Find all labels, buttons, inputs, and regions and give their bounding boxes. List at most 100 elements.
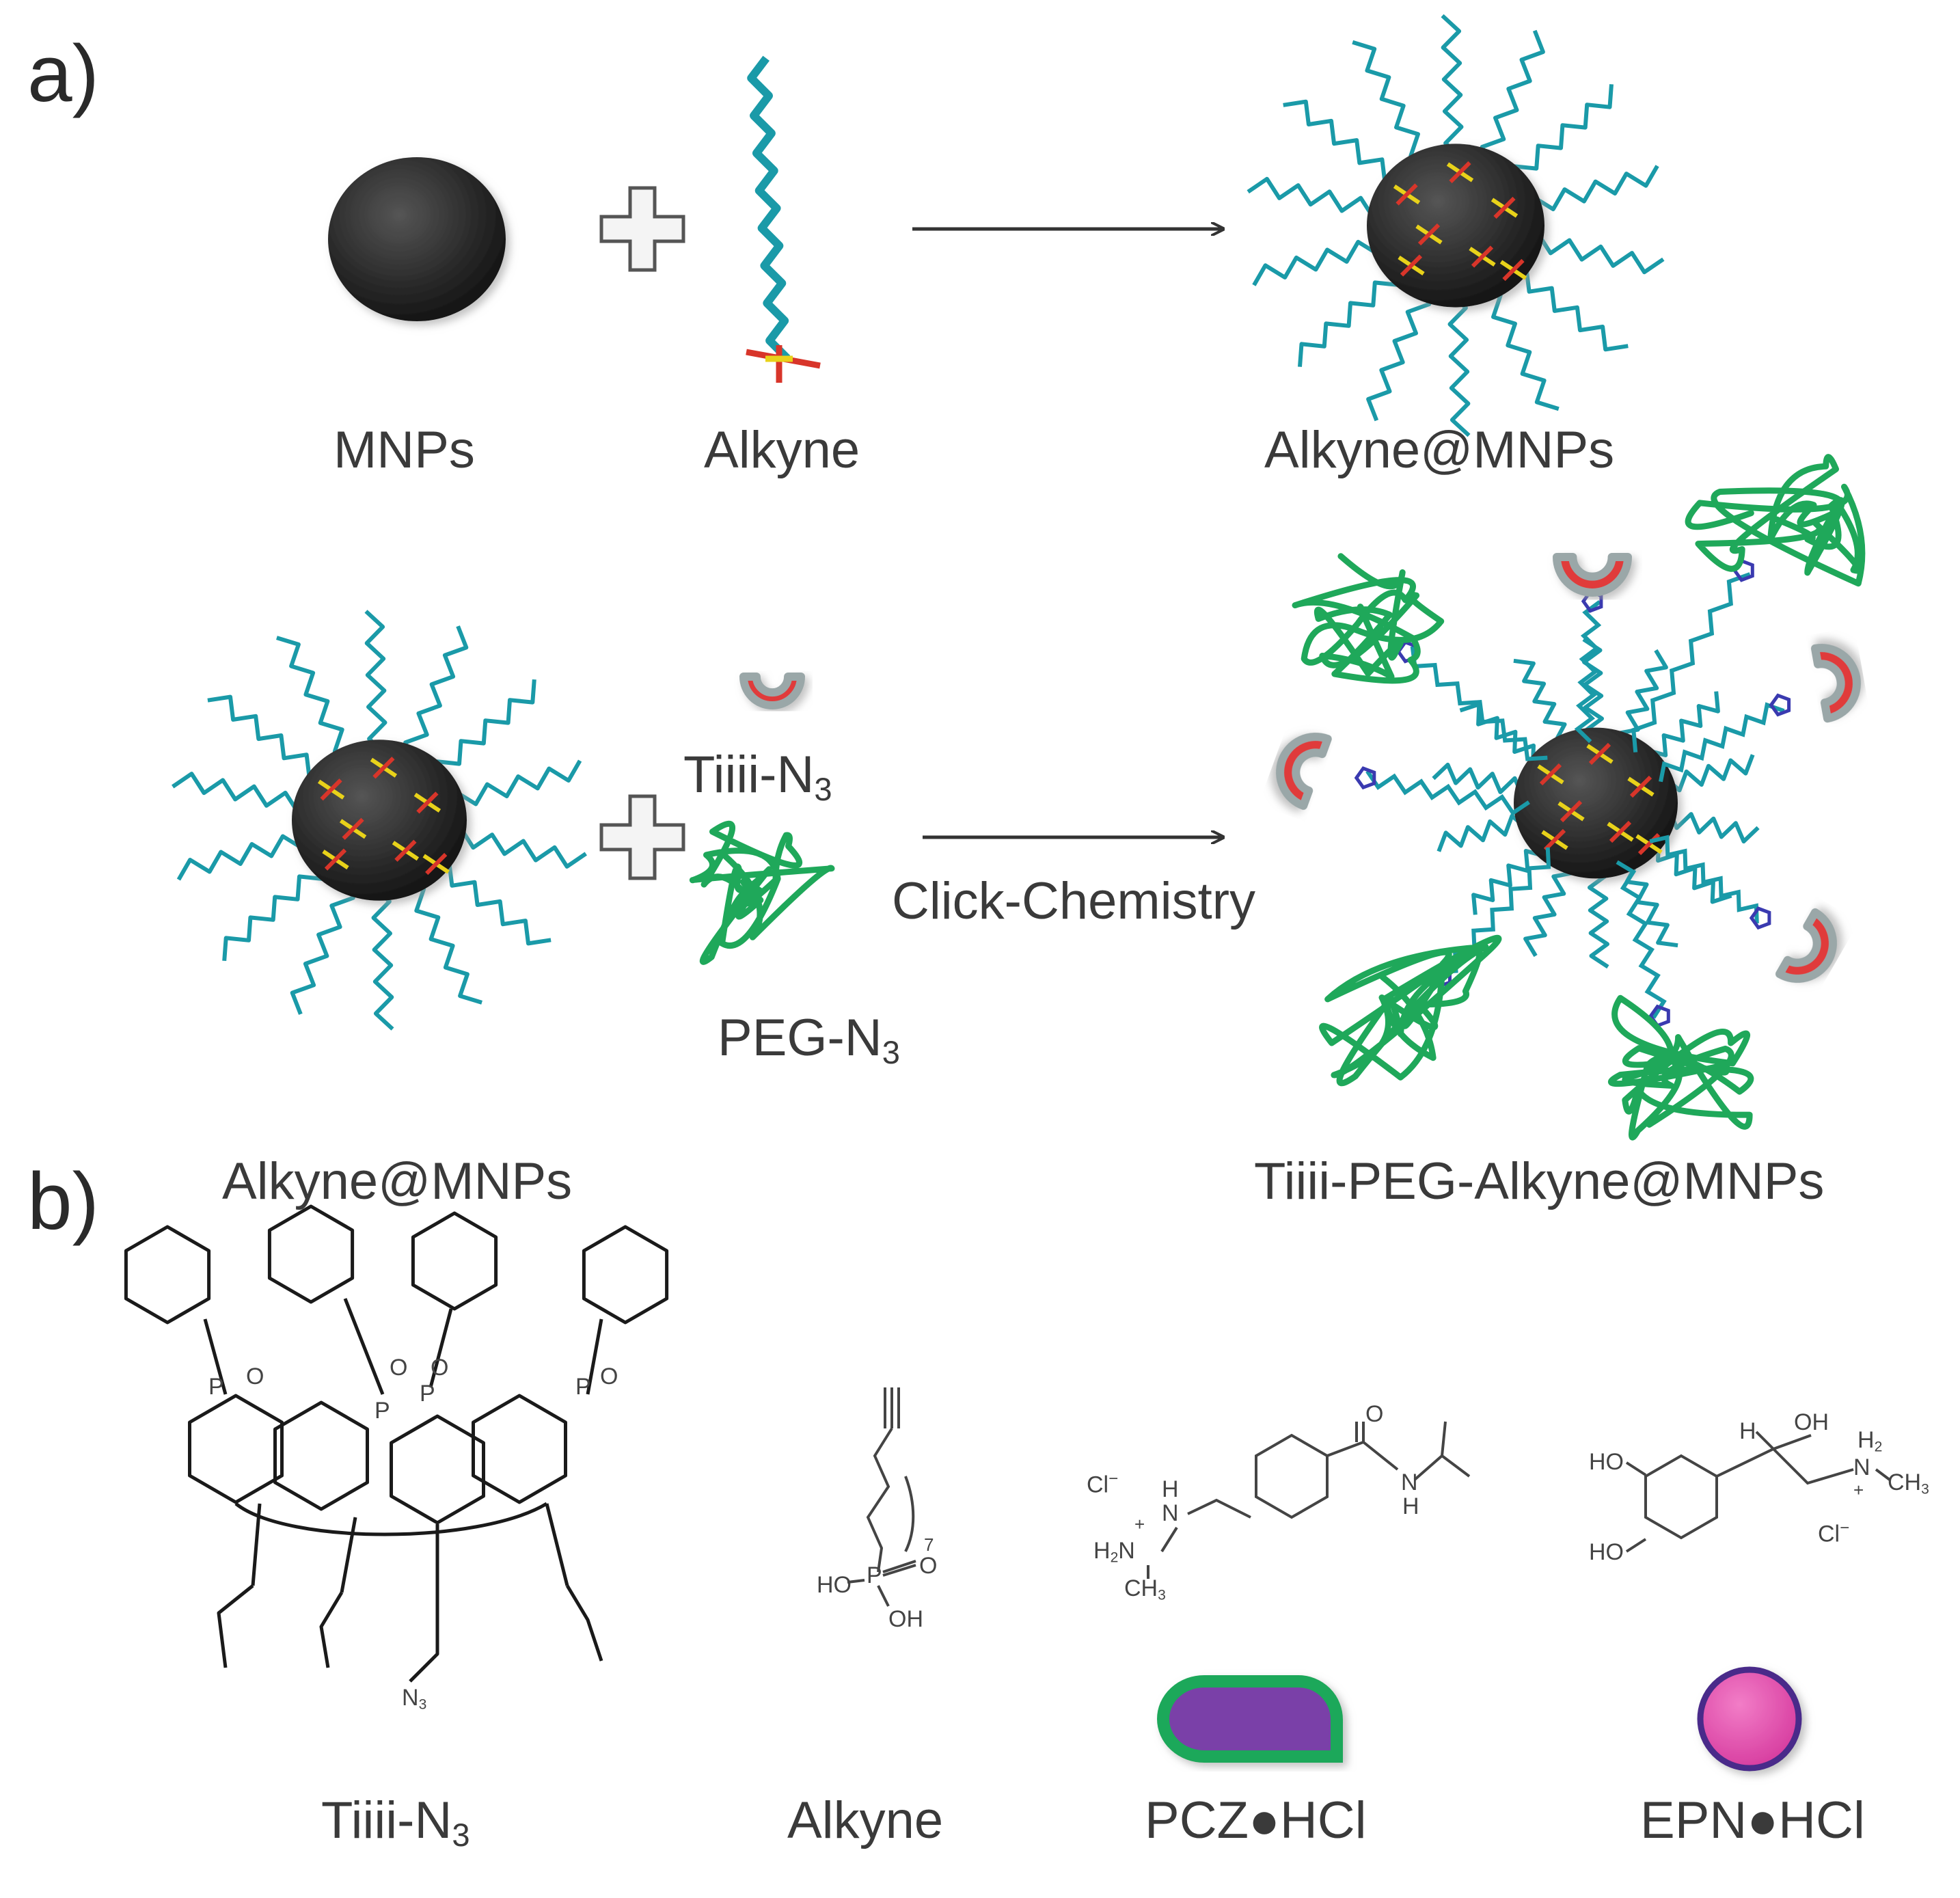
tiiii-peg-product-core — [1432, 637, 1760, 969]
alkyl-chain — [443, 759, 582, 813]
label-alkyne: Alkyne — [704, 421, 860, 479]
tiiii-cup-product — [1775, 908, 1837, 983]
peg-coil-product — [1292, 553, 1445, 684]
panel-label-a: a) — [27, 29, 99, 119]
linker-chain — [1631, 572, 1751, 753]
anchor-arm — [425, 852, 448, 876]
label-tiiii-peg-product: Tiiii-PEG-Alkyne@MNPs — [1254, 1152, 1825, 1210]
peg-coil-product — [1319, 934, 1502, 1087]
alkyl-chain — [426, 860, 552, 946]
linker-chain — [1649, 835, 1759, 924]
alkyl-chain — [1503, 267, 1629, 352]
alkyne-mnp-product — [1247, 14, 1665, 437]
peg-coil — [1292, 553, 1445, 684]
repeat-bracket — [904, 1476, 915, 1552]
epn-symbol — [1697, 1666, 1802, 1772]
anchor-arm — [1588, 742, 1611, 765]
alkyl-chain — [403, 625, 469, 765]
triazole-ring — [1769, 693, 1791, 717]
chem-alkyne-o: O — [919, 1553, 938, 1579]
linker-chain — [1436, 847, 1551, 975]
alkyl-chain — [433, 679, 536, 785]
anchor-arm — [1637, 832, 1661, 856]
alkyl-chain — [1441, 14, 1464, 161]
linker-chain — [1365, 770, 1530, 816]
chem-epn-ch3: CH3 — [1888, 1469, 1929, 1497]
peg-coil — [690, 820, 835, 965]
alkyl-chain — [1478, 286, 1560, 411]
chem-epn-h: H — [1739, 1418, 1756, 1444]
label-alkyne-mnps-product: Alkyne@MNPs — [1264, 421, 1615, 479]
cavitand-cup — [1553, 553, 1632, 597]
alkyl-chain — [1520, 165, 1659, 219]
label-alkyne-bottom: Alkyne — [787, 1791, 944, 1849]
alkyl-chain — [1366, 282, 1432, 422]
phenyl-ring — [411, 1211, 498, 1311]
resorcinarene-ring — [273, 1400, 369, 1511]
chem-pcz-o: O — [1365, 1401, 1384, 1427]
triazole-ring — [1354, 766, 1376, 790]
resorcinarene-ring — [472, 1394, 567, 1504]
anchor-arm — [372, 757, 395, 779]
chem-epn-plus: + — [1853, 1480, 1864, 1500]
label-epn-hcl: EPN●HCl — [1640, 1791, 1865, 1849]
cavitand-cup — [1276, 733, 1332, 810]
phenyl-ring — [267, 1204, 355, 1304]
chem-epn-cl: Cl− — [1818, 1519, 1850, 1547]
chem-tiiii-o1: O — [246, 1364, 264, 1389]
resorcinarene-ring — [188, 1394, 284, 1504]
alkyl-chain — [1523, 854, 1575, 958]
anchor-arm — [320, 778, 342, 801]
anchor-arm — [1417, 223, 1441, 246]
label-alkyne-mnps-reactant: Alkyne@MNPs — [222, 1152, 573, 1210]
anchor-arm — [1609, 820, 1632, 843]
label-tiiii-n3-bottom: Tiiii-N3 — [321, 1791, 470, 1853]
chem-alkyne-oh: OH — [888, 1606, 923, 1632]
tiiii-cup-product — [1553, 553, 1632, 597]
chem-tiiii-p1: P — [208, 1374, 224, 1400]
peg-coil — [1685, 454, 1866, 587]
alkyl-chain — [172, 772, 318, 815]
label-pcz-hcl: PCZ●HCl — [1145, 1791, 1367, 1849]
alkyl-chain — [401, 880, 482, 1005]
tiiii-structure — [124, 1204, 669, 1683]
plus-sign-1 — [599, 186, 685, 272]
anchor-arm — [1493, 196, 1516, 219]
alkyl-chain — [371, 884, 394, 1031]
pcz-symbol — [1157, 1675, 1343, 1763]
alkyl-chain — [1283, 99, 1408, 185]
chem-epn-oh: OH — [1794, 1409, 1829, 1435]
epn-bond — [1625, 1431, 1891, 1553]
alkyne-molecule — [746, 55, 821, 383]
cavitand-cup — [739, 673, 805, 709]
chem-n3: N3 — [402, 1685, 427, 1713]
chem-alkyne-ho: HO — [817, 1572, 852, 1598]
chem-tiiii-p2: P — [375, 1398, 390, 1424]
chem-alkyne-repeat: 7 — [924, 1534, 934, 1555]
chain-bond — [866, 1427, 893, 1573]
alkyl-chain — [222, 856, 326, 962]
benzene-ring — [1255, 1433, 1329, 1519]
alkyl-chain — [1447, 290, 1471, 437]
alkyl-chain — [1582, 637, 1604, 744]
chem-alkyne-p: P — [867, 1562, 882, 1588]
anchor-arm — [1629, 775, 1652, 798]
anchor-arm — [1543, 828, 1566, 852]
label-tiiii-n3: Tiiii-N3 — [683, 746, 832, 807]
dynamic-shapes — [124, 14, 1891, 1683]
phenyl-ring — [582, 1225, 669, 1325]
chem-tiiii-p4: P — [575, 1374, 591, 1400]
chem-pcz-h2n: H2N — [1093, 1538, 1135, 1566]
label-click-chemistry: Click-Chemistry — [892, 872, 1255, 930]
alkyl-chain — [1252, 232, 1391, 286]
p-bond — [203, 1298, 603, 1395]
phenyl-ring — [124, 1225, 211, 1325]
chem-epn-ho2: HO — [1589, 1539, 1624, 1565]
linker-chain — [1616, 860, 1667, 1019]
peg-coil-reagent — [690, 820, 835, 965]
mnp-core-plain — [328, 157, 506, 321]
anchor-arm — [1396, 183, 1418, 206]
peg-coil — [1319, 934, 1502, 1087]
peg-coil — [1608, 994, 1754, 1141]
chem-pcz-n: N — [1401, 1469, 1418, 1495]
